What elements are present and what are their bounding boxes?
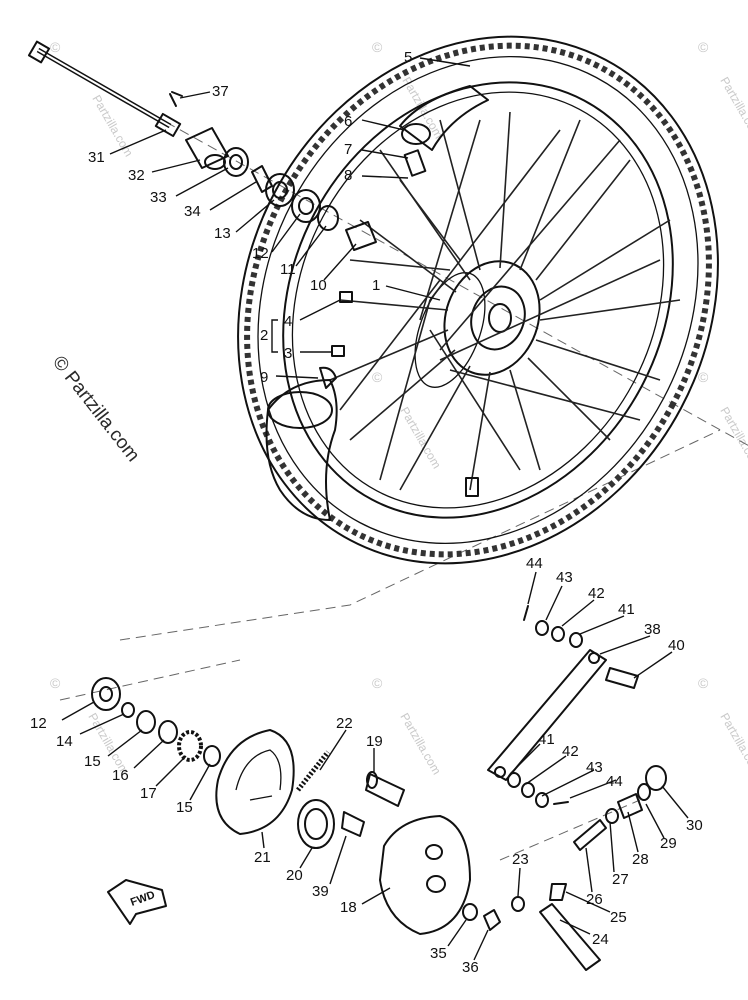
valve-stem bbox=[465, 477, 479, 497]
callout-20: 20 bbox=[286, 867, 303, 884]
callout-17: 17 bbox=[140, 785, 157, 802]
callout-21: 21 bbox=[254, 849, 271, 866]
tire-outer bbox=[237, 35, 719, 565]
forward-arrow-label: FWD bbox=[129, 889, 157, 909]
rim-inner bbox=[291, 91, 665, 509]
tire-inner-edge bbox=[257, 55, 699, 545]
callout-25: 25 bbox=[610, 909, 627, 926]
watermark-copyright: © bbox=[698, 369, 709, 385]
watermark-brand: Partzilla.com bbox=[397, 711, 443, 777]
callout-19: 19 bbox=[366, 733, 383, 750]
callout-26: 26 bbox=[586, 891, 603, 908]
inner-tube-section bbox=[399, 85, 489, 177]
callout-43: 43 bbox=[556, 569, 573, 586]
callout-labels: 5 6 7 8 37 31 32 33 34 13 12 11 10 1 2 4… bbox=[30, 49, 703, 976]
brake-assembly bbox=[91, 605, 667, 971]
callout-7: 7 bbox=[344, 141, 352, 158]
watermark-brand: Partzilla.com bbox=[397, 405, 443, 471]
tire-tread bbox=[244, 42, 712, 558]
callout-32: 32 bbox=[128, 167, 145, 184]
callout-11: 11 bbox=[280, 261, 296, 278]
callout-38: 38 bbox=[644, 621, 661, 638]
callout-15: 15 bbox=[84, 753, 101, 770]
callout-31: 31 bbox=[88, 149, 105, 166]
watermark-copyright: © bbox=[372, 675, 383, 691]
callout-42: 42 bbox=[588, 585, 605, 602]
callout-43: 43 bbox=[586, 759, 603, 776]
callout-29: 29 bbox=[660, 835, 677, 852]
callout-16: 16 bbox=[112, 767, 129, 784]
callout-37: 37 bbox=[212, 83, 229, 100]
callout-12: 12 bbox=[252, 245, 269, 262]
callout-42: 42 bbox=[562, 743, 579, 760]
watermark-copyright: © bbox=[50, 675, 61, 691]
watermark-copyright: © bbox=[372, 369, 383, 385]
tire-cutaway bbox=[265, 366, 338, 521]
callout-40: 40 bbox=[668, 637, 685, 654]
callout-13: 13 bbox=[214, 225, 231, 242]
watermark-brand: Partzilla.com bbox=[717, 405, 748, 471]
hub-left-flange bbox=[414, 272, 486, 388]
callout-30: 30 bbox=[686, 817, 703, 834]
callout-24: 24 bbox=[592, 931, 609, 948]
forward-arrow: FWD bbox=[107, 879, 167, 925]
callout-28: 28 bbox=[632, 851, 649, 868]
watermark-copyright: © bbox=[372, 39, 383, 55]
callout-14: 14 bbox=[56, 733, 73, 750]
watermark-brand: Partzilla.com bbox=[717, 711, 748, 777]
callout-39: 39 bbox=[312, 883, 329, 900]
callout-23: 23 bbox=[512, 851, 529, 868]
callout-33: 33 bbox=[150, 189, 167, 206]
hub-bore bbox=[488, 303, 512, 333]
callout-5: 5 bbox=[404, 49, 412, 66]
watermark-group: © Partzilla.com © Partzilla.com © Partzi… bbox=[48, 39, 748, 777]
callout-9: 9 bbox=[260, 369, 268, 386]
callout-44: 44 bbox=[606, 773, 623, 790]
spokes bbox=[329, 111, 681, 491]
callout-10: 10 bbox=[310, 277, 327, 294]
callout-12: 12 bbox=[30, 715, 47, 732]
rim-outer bbox=[282, 81, 674, 519]
callout-1: 1 bbox=[372, 277, 380, 294]
watermark-brand-side: © Partzilla.com bbox=[48, 352, 143, 466]
callout-6: 6 bbox=[344, 113, 352, 130]
callout-34: 34 bbox=[184, 203, 201, 220]
watermark-copyright: © bbox=[50, 39, 61, 55]
hub-flange bbox=[443, 260, 541, 376]
callout-8: 8 bbox=[344, 167, 352, 184]
callout-2: 2 bbox=[260, 327, 268, 344]
axle-assembly bbox=[27, 40, 377, 357]
callout-41: 41 bbox=[618, 601, 635, 618]
callout-15: 15 bbox=[176, 799, 193, 816]
callout-4: 4 bbox=[284, 313, 292, 330]
callout-3: 3 bbox=[284, 345, 292, 362]
callout-35: 35 bbox=[430, 945, 447, 962]
callout-18: 18 bbox=[340, 899, 357, 916]
front-wheel bbox=[237, 35, 719, 565]
watermark-copyright: © bbox=[698, 39, 709, 55]
callout-36: 36 bbox=[462, 959, 479, 976]
watermark-brand: Partzilla.com bbox=[717, 75, 748, 141]
callout-22: 22 bbox=[336, 715, 353, 732]
callout-44: 44 bbox=[526, 555, 543, 572]
hub-center bbox=[470, 285, 526, 351]
callout-41: 41 bbox=[538, 731, 555, 748]
leader-lines bbox=[61, 57, 689, 961]
callout-27: 27 bbox=[612, 871, 629, 888]
watermark-copyright: © bbox=[698, 675, 709, 691]
